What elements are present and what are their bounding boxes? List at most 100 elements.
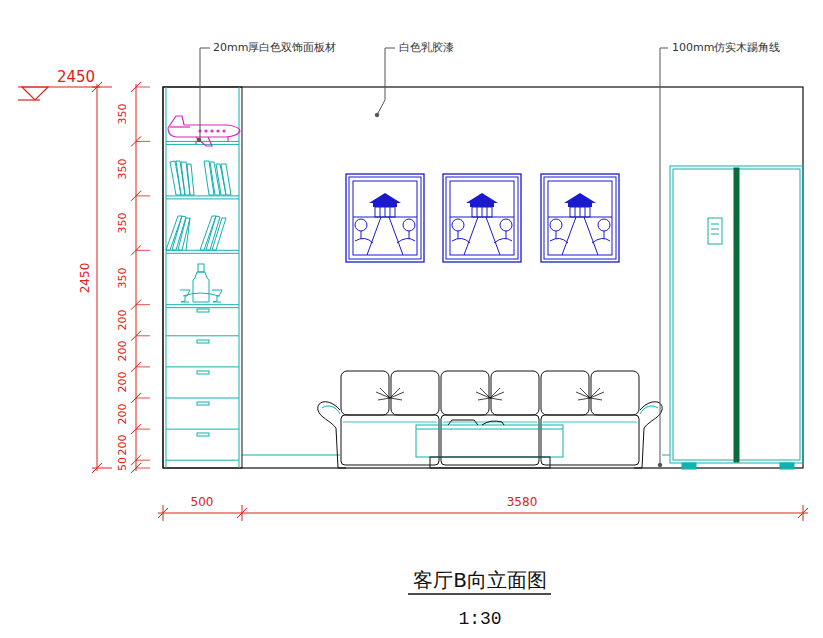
dimension-lines-part (158, 513, 808, 514)
leader-lines (197, 48, 668, 467)
refrigerator-part (734, 168, 739, 462)
dimension-lines-part-part (136, 366, 150, 367)
refrigerator-part (780, 463, 794, 469)
coffee-table-part (448, 420, 504, 425)
dimension-lines-part (97, 84, 98, 471)
leader-lines-part (375, 113, 379, 117)
refrigerator-part (711, 234, 719, 235)
coffee-table (416, 420, 563, 468)
dimension-lines-part-part (136, 398, 150, 399)
title-underline-part (408, 593, 551, 595)
coffee-table-part (416, 425, 563, 457)
sofa-part (322, 406, 340, 414)
dimension-lines-part-part (136, 335, 150, 336)
dimension-lines-part (798, 508, 808, 518)
dimension-value: 200 (117, 435, 129, 456)
bottle-and-glasses (180, 264, 222, 302)
sofa-part (441, 371, 539, 465)
sofa (318, 371, 662, 468)
books-part (186, 218, 190, 250)
sofa-part (318, 402, 346, 468)
books-part (176, 161, 185, 195)
books-part (187, 164, 194, 195)
dimension-value: 3580 (507, 496, 538, 509)
cabinet-part-part (166, 398, 239, 399)
cabinet-part-part (166, 460, 239, 461)
dimension-value: 200 (117, 310, 129, 331)
refrigerator (670, 166, 803, 469)
dimension-lines-part-part (136, 195, 150, 196)
cabinet (163, 87, 242, 468)
airplane-model-part (196, 137, 212, 146)
dimension-value: 200 (117, 341, 129, 362)
cabinet-part-part (197, 433, 209, 436)
drawing-scale: 1:30 (458, 610, 501, 630)
dimension-lines-part-part (136, 468, 150, 469)
dimension-lines-part-part (136, 250, 150, 251)
dimension-lines-part (92, 87, 112, 88)
dimension-lines-part (158, 508, 168, 518)
elevation-marker (18, 87, 100, 100)
bottle-and-glasses-part (180, 290, 190, 302)
sofa-part (541, 371, 639, 465)
leader-lines-part (658, 463, 662, 467)
dimension-lines-part-part (136, 304, 150, 305)
wall-outline (163, 87, 803, 468)
sofa-part (640, 406, 658, 414)
books-part (170, 161, 181, 195)
cabinet-part-part (166, 307, 239, 308)
airplane-model-part (170, 126, 190, 127)
wall-pictures-part (541, 174, 619, 262)
dimension-lines-part-part (136, 87, 150, 88)
cabinet-part-part (197, 340, 209, 343)
dimension-lines-part (92, 468, 112, 469)
leader-lines-part (197, 138, 201, 142)
dimension-lines-part-part (136, 429, 150, 430)
dimension-value: 350 (117, 159, 129, 180)
dimension-value: 500 (191, 496, 214, 509)
drawing-title: 客厅B向立面图 (413, 569, 547, 591)
dimension-value: 200 (117, 372, 129, 393)
cabinet-part-part (197, 309, 209, 312)
leader-lines-part (200, 48, 210, 140)
sofa-part (634, 402, 662, 468)
material-note: 100mm仿实木踢角线 (672, 42, 780, 54)
cabinet-part-part (166, 366, 239, 367)
dimension-value: 2450 (79, 263, 92, 294)
coffee-table-part (430, 457, 550, 468)
refrigerator-part (682, 463, 696, 469)
dimension-lines-part-part (136, 460, 150, 461)
books-part (216, 164, 226, 195)
dimension-lines-part (237, 508, 247, 518)
refrigerator-part (670, 166, 803, 463)
bottle-and-glasses-part (193, 272, 209, 302)
cabinet-part-part (166, 304, 239, 305)
airplane-model-part (211, 130, 213, 132)
dimension-lines (92, 82, 808, 521)
wall-pictures (346, 174, 619, 262)
cabinet-part-part (166, 335, 239, 336)
books (166, 161, 231, 250)
baseboard-part (242, 455, 340, 456)
bottle-and-glasses-part (198, 264, 204, 272)
dimension-value: 350 (117, 104, 129, 125)
wall-pictures-part (346, 174, 424, 262)
cabinet-part-part (166, 253, 239, 254)
cabinet-part-part (166, 429, 239, 430)
cabinet-part-part (197, 402, 209, 405)
airplane-model-part (217, 130, 219, 132)
title-underline (408, 594, 551, 595)
refrigerator-part (711, 229, 719, 230)
dimension-value: 50 (117, 457, 129, 471)
material-note: 白色乳胶漆 (399, 42, 454, 54)
cabinet-part (197, 309, 209, 436)
cabinet-part-part (166, 144, 239, 145)
cabinet-part-part (166, 198, 239, 199)
cabinet-part-part (166, 141, 239, 142)
leader-lines-part (377, 48, 395, 115)
refrigerator-part (708, 218, 722, 244)
wall-pictures-part (443, 174, 521, 262)
airplane-model-part (223, 130, 225, 132)
dimension-value: 200 (117, 404, 129, 425)
